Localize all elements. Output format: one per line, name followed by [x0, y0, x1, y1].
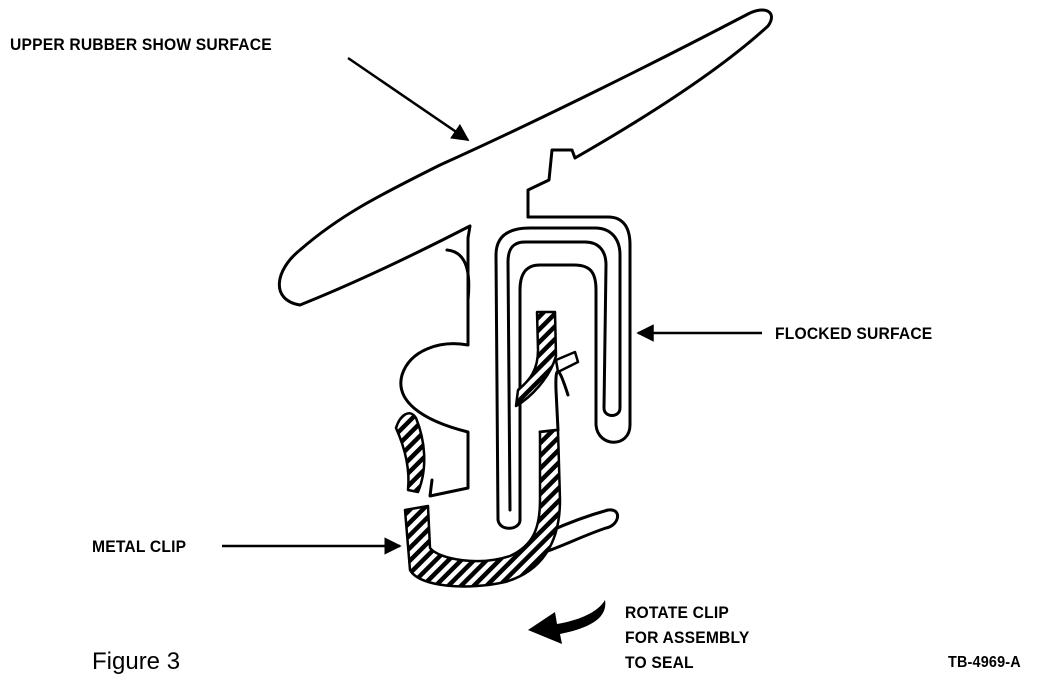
- rotate-line-1: ROTATE CLIP: [625, 603, 729, 622]
- figure-code: TB-4969-A: [948, 654, 1021, 671]
- metal-clip-loose-piece: [394, 412, 426, 494]
- rotate-line-2: FOR ASSEMBLY: [625, 628, 750, 647]
- rotate-arrow-icon: [528, 600, 606, 644]
- seal-body: [399, 236, 471, 498]
- metal-clip-upper: [514, 310, 558, 408]
- figure-caption: Figure 3: [92, 648, 181, 675]
- metal-clip-main: [403, 428, 562, 588]
- upper-rubber-lip: [277, 8, 773, 307]
- rotate-clip-instruction: ROTATE CLIP FOR ASSEMBLY TO SEAL: [625, 600, 749, 675]
- rotate-line-3: TO SEAL: [625, 653, 694, 672]
- metal-clip-tab: [554, 350, 580, 374]
- rubber-finger: [543, 508, 619, 554]
- upper-rubber-surface-label: UPPER RUBBER SHOW SURFACE: [10, 35, 272, 54]
- flocked-channel: [494, 215, 632, 530]
- flocked-surface-label: FLOCKED SURFACE: [775, 324, 933, 343]
- metal-clip-label: METAL CLIP: [92, 537, 187, 556]
- upper-surface-leader: [347, 56, 470, 142]
